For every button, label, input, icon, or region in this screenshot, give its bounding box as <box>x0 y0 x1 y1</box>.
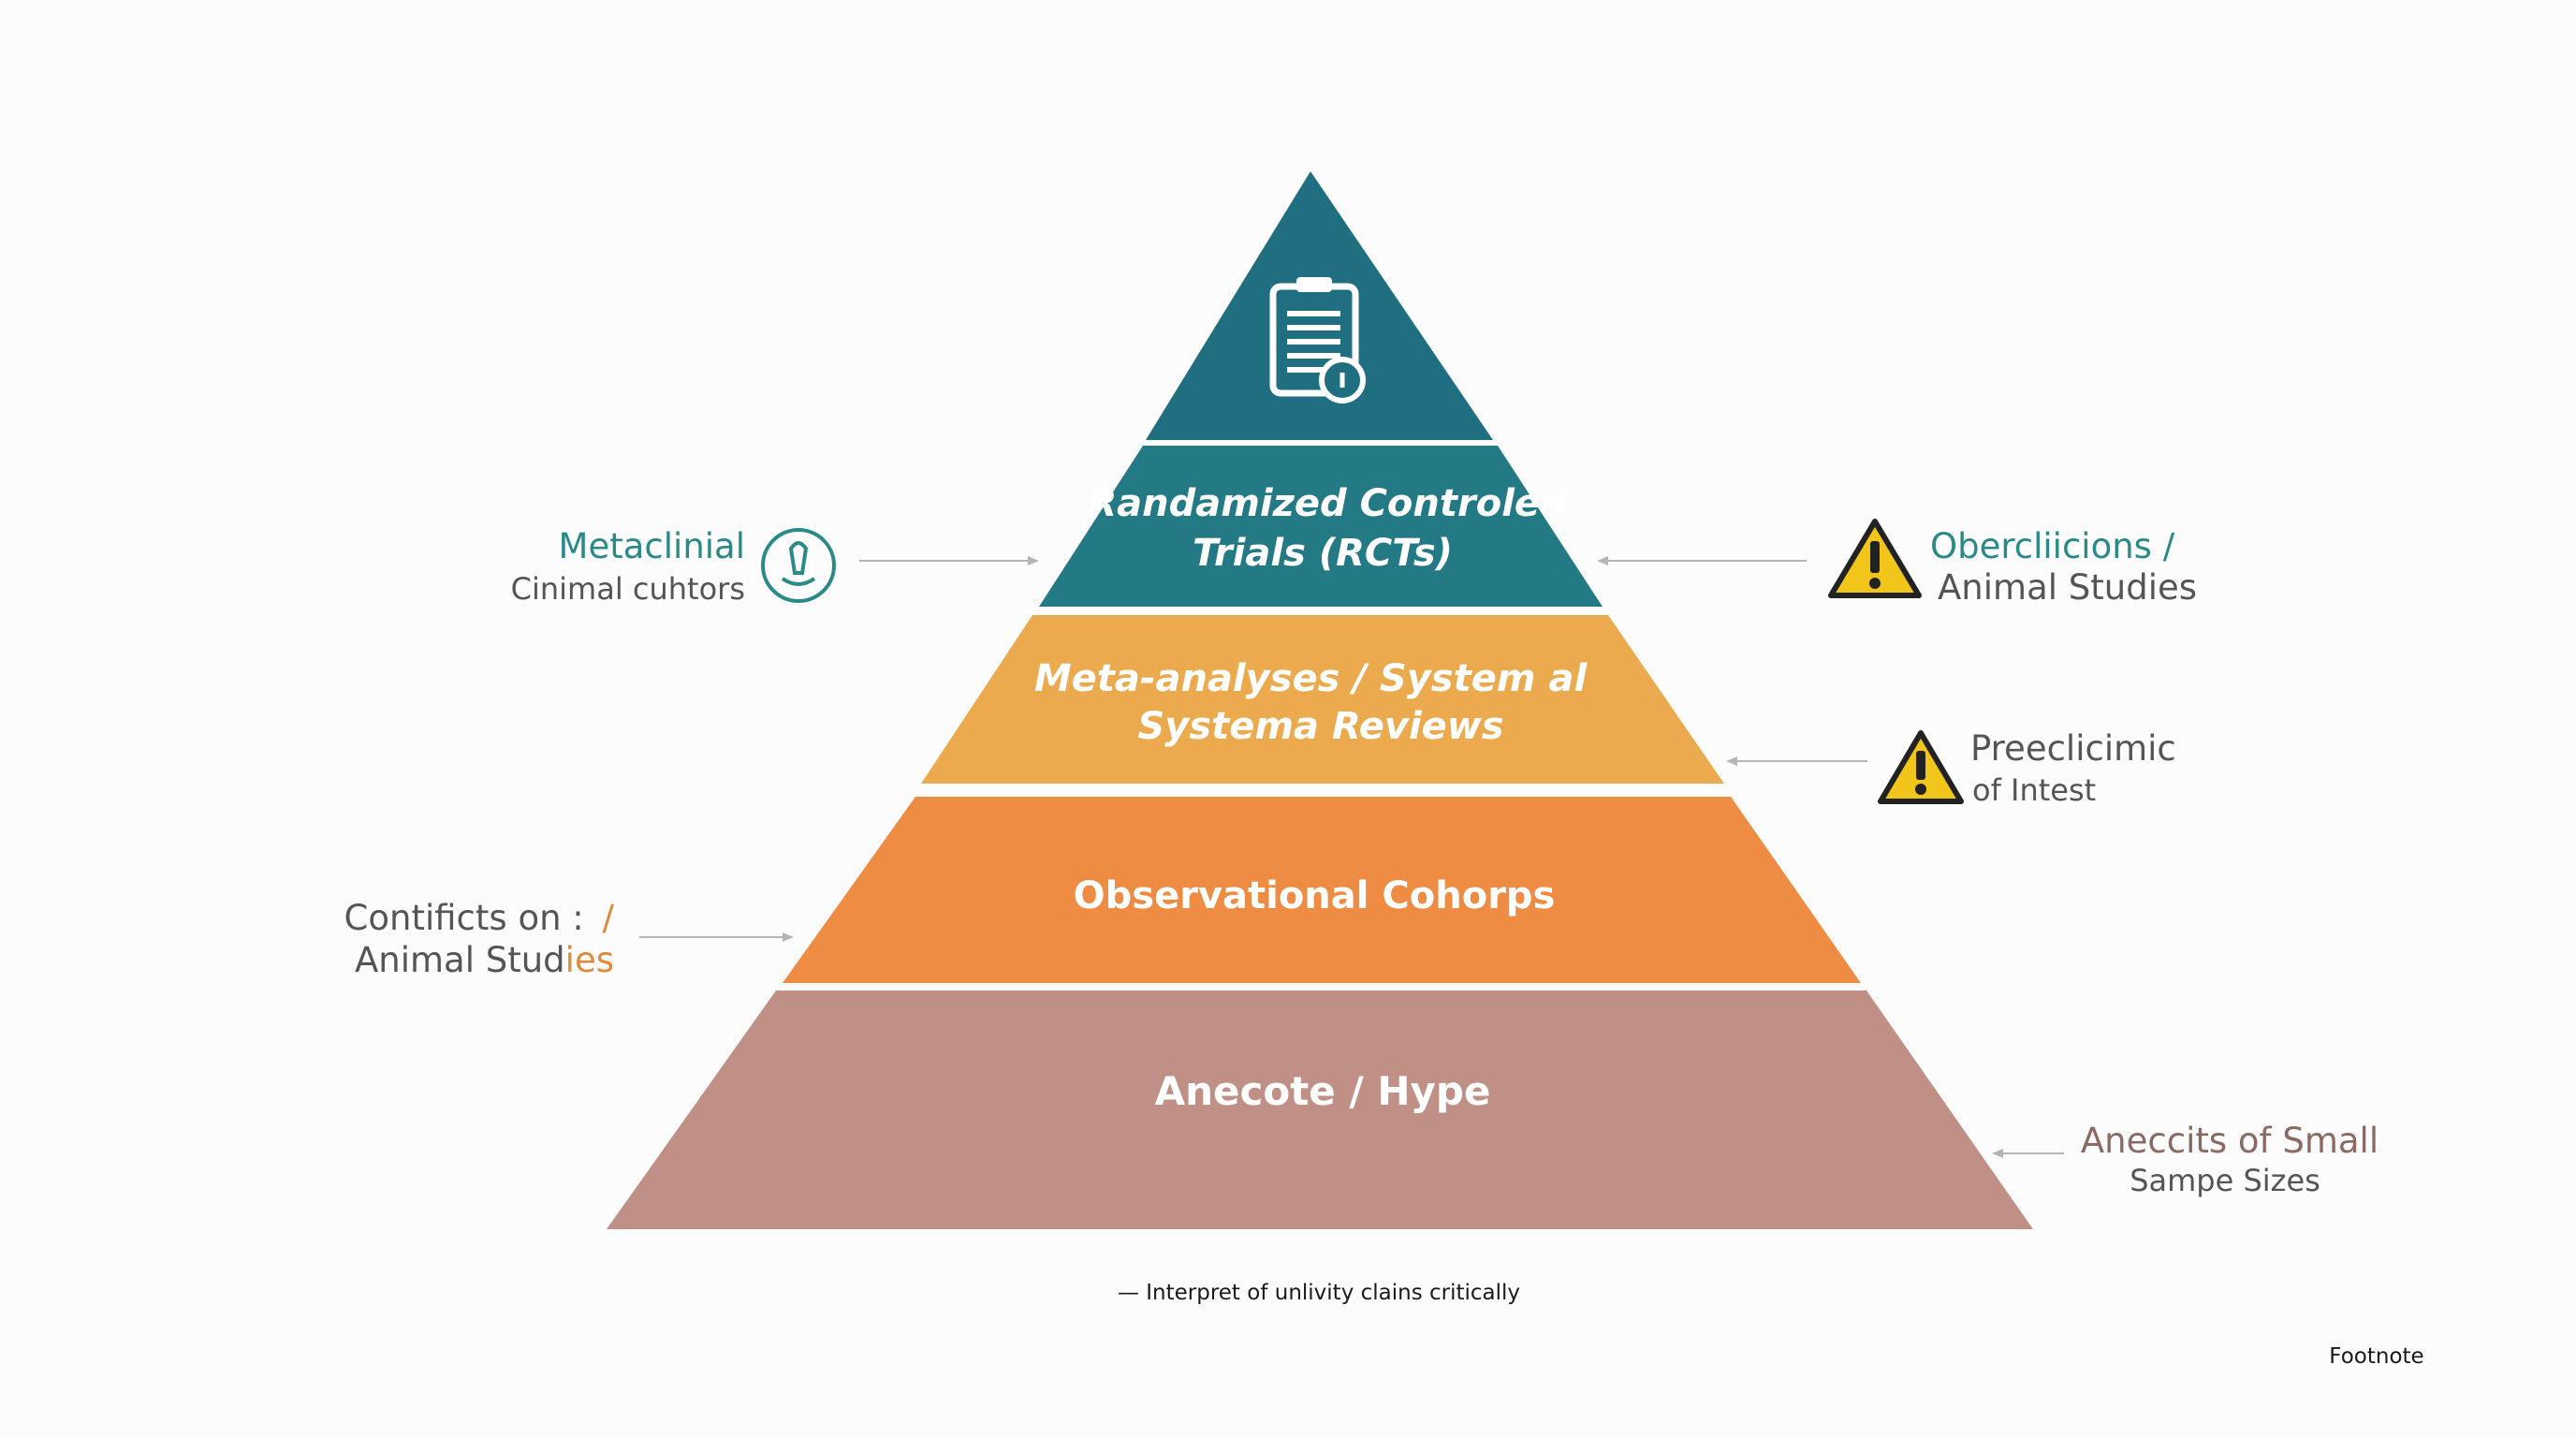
warning-icon <box>1878 730 1964 804</box>
right-top-callout-title: Obercliicions / <box>1930 526 2175 566</box>
right-top-callout-subtitle: Animal Studies <box>1938 567 2197 608</box>
tier-rcts <box>1039 446 1603 607</box>
tier-rcts-label-line2: Trials (RCTs) <box>1193 532 1453 575</box>
tier-rcts-label-line1: Randamized Controled <box>1088 482 1567 525</box>
tier-observational-label: Observational Cohorps <box>1074 874 1556 917</box>
warning-icon <box>1828 519 1922 598</box>
right-mid-arrowhead <box>1726 756 1737 766</box>
left-mid-callout-title: Contificts on : / <box>344 898 615 938</box>
right-bottom-callout-title: Aneccits of Small <box>2081 1121 2378 1161</box>
right-top-arrowhead <box>1597 556 1608 565</box>
tier-observational <box>783 797 1861 983</box>
left-mid-arrowhead <box>783 932 794 942</box>
tier-meta-label-line1: Meta-analyses / System al <box>1034 657 1588 700</box>
left-mid-callout-subtitle: Animal Studies <box>355 940 614 980</box>
right-mid-callout-title: Preeclicimic <box>1970 728 2176 769</box>
footnote: Footnote <box>2329 1344 2423 1369</box>
info-circle-icon <box>761 528 836 603</box>
left-top-arrowhead <box>1028 556 1039 565</box>
left-top-callout-title: Metaclinial <box>559 526 745 566</box>
left-mid-callout-title-slash: / <box>603 898 615 938</box>
footer-caption: — Interpret of unlivity clains criticall… <box>1118 1281 1520 1305</box>
tier-meta-label-line2: Systema Reviews <box>1137 705 1503 748</box>
pyramid-apex <box>1146 171 1493 440</box>
tier-meta-analyses <box>921 615 1724 784</box>
left-mid-callout-subtitle-accent: ies <box>565 940 614 980</box>
left-top-callout-subtitle: Cinimal cuhtors <box>511 571 745 607</box>
clipboard-icon <box>1269 277 1366 404</box>
left-mid-callout-title-main: Contificts on : <box>344 898 584 938</box>
tier-anecdote <box>607 990 2033 1229</box>
right-mid-callout-subtitle: of Intest <box>1972 772 2096 808</box>
right-bottom-callout-subtitle: Sampe Sizes <box>2130 1163 2320 1198</box>
left-mid-callout-subtitle-main: Animal Stud <box>355 940 565 980</box>
tier-anecdote-label: Anecote / Hype <box>1155 1068 1491 1114</box>
right-bottom-arrowhead <box>1992 1149 2003 1158</box>
